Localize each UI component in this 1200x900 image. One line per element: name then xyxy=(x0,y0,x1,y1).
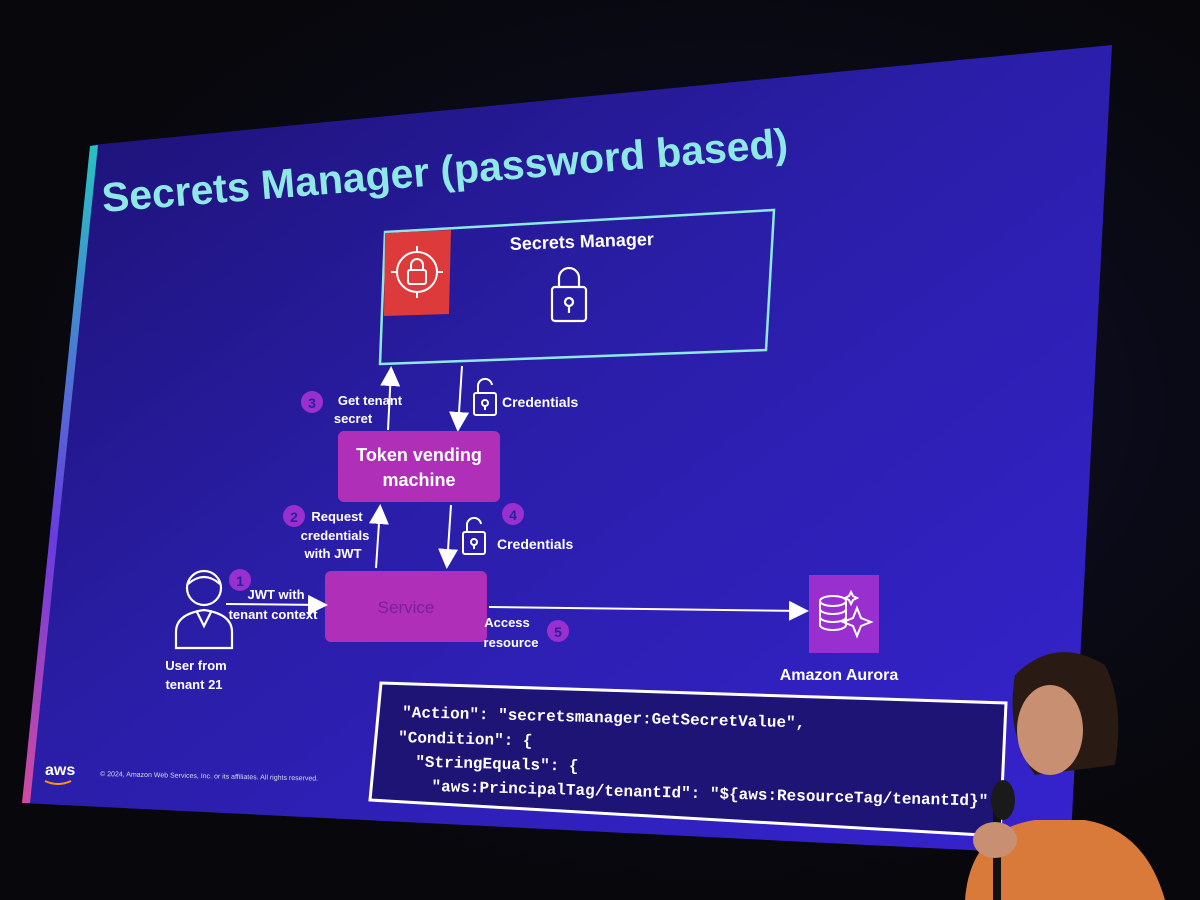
aurora-database-icon xyxy=(809,575,879,653)
svg-text:Service: Service xyxy=(378,598,435,617)
arrow-credentials-top xyxy=(449,365,470,432)
unlock-icon xyxy=(462,516,486,555)
svg-text:1: 1 xyxy=(236,573,244,589)
svg-text:Credentials: Credentials xyxy=(502,394,578,410)
svg-text:resource: resource xyxy=(484,635,539,650)
arrow-jwt xyxy=(225,594,328,615)
slide-accent-strip xyxy=(22,145,98,803)
user-icon xyxy=(174,569,234,650)
secrets-manager-icon-glyph xyxy=(391,246,443,298)
unlock-icon xyxy=(473,377,497,416)
arrow-request-credentials xyxy=(368,504,389,569)
svg-text:JWT with: JWT with xyxy=(247,587,304,602)
code-line-3: "StringEquals": { xyxy=(396,753,579,776)
svg-text:secret: secret xyxy=(334,411,373,426)
step-3: 3 Get tenant secret xyxy=(301,391,403,426)
user-label: User from xyxy=(165,658,226,673)
arrow-credentials-bottom xyxy=(438,504,459,569)
svg-text:Request: Request xyxy=(311,509,363,524)
aws-logo-smile xyxy=(44,780,72,785)
svg-text:with JWT: with JWT xyxy=(303,546,361,561)
svg-text:Access: Access xyxy=(484,615,530,630)
svg-text:machine: machine xyxy=(382,470,455,490)
step-4: 4 Credentials xyxy=(462,503,573,555)
credentials-top: Credentials xyxy=(473,377,578,416)
svg-text:tenant context: tenant context xyxy=(229,607,319,622)
user-label-2: tenant 21 xyxy=(165,677,222,692)
svg-text:5: 5 xyxy=(554,624,562,640)
code-line-2: "Condition": { xyxy=(398,729,533,751)
svg-text:4: 4 xyxy=(509,507,517,523)
policy-code-block: "Action": "secretsmanager:GetSecretValue… xyxy=(368,681,1008,838)
aurora-label: Amazon Aurora xyxy=(780,667,899,684)
svg-text:2: 2 xyxy=(290,509,298,525)
step-1: 1 JWT with tenant context xyxy=(229,569,319,622)
presenter xyxy=(965,652,1165,900)
service-box: Service xyxy=(325,571,487,642)
svg-text:Token vending: Token vending xyxy=(356,445,482,465)
arrow-access-resource xyxy=(488,600,809,621)
token-vending-machine: Token vending machine xyxy=(338,431,500,502)
arrow-get-secret xyxy=(380,366,401,431)
svg-text:3: 3 xyxy=(308,395,316,411)
lock-icon xyxy=(550,266,588,323)
svg-text:credentials: credentials xyxy=(301,528,370,543)
svg-text:Get tenant: Get tenant xyxy=(338,393,403,408)
step-2: 2 Request credentials with JWT xyxy=(283,505,369,561)
step-5: 5 Access resource xyxy=(484,615,569,650)
aws-logo: aws xyxy=(45,762,75,779)
svg-text:Credentials: Credentials xyxy=(497,536,573,552)
secrets-manager-icon xyxy=(384,230,451,316)
